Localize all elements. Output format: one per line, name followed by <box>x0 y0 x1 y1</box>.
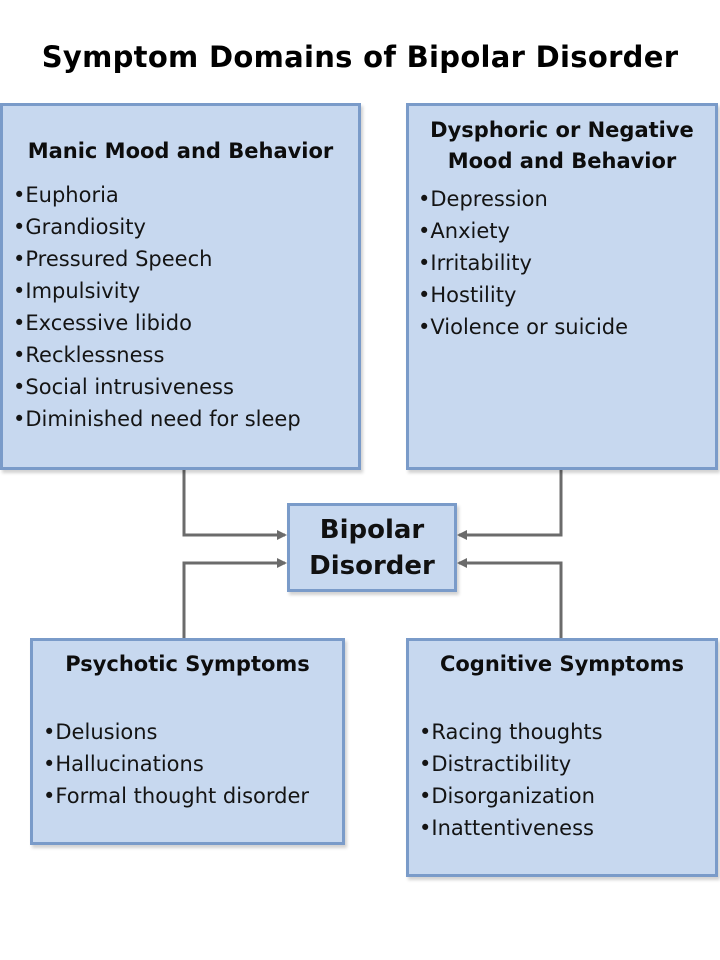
dysphoric-mood-box: Dysphoric or Negative Mood and Behavior … <box>406 103 718 470</box>
manic-item: Euphoria <box>13 179 358 211</box>
dysphoric-symptom-list: Depression Anxiety Irritability Hostilit… <box>409 183 715 343</box>
dysphoric-item: Irritability <box>418 247 715 279</box>
manic-item: Recklessness <box>13 339 358 371</box>
cognitive-symptom-list: Racing thoughts Distractibility Disorgan… <box>409 716 715 844</box>
arrow-dysphoric-to-center <box>457 470 563 540</box>
manic-item: Grandiosity <box>13 211 358 243</box>
dysphoric-heading: Dysphoric or Negative Mood and Behavior <box>409 115 715 177</box>
manic-item: Pressured Speech <box>13 243 358 275</box>
dysphoric-heading-line2: Mood and Behavior <box>447 149 677 173</box>
manic-item: Impulsivity <box>13 275 358 307</box>
dysphoric-item: Depression <box>418 183 715 215</box>
psychotic-item: Delusions <box>43 716 342 748</box>
bipolar-disorder-center-box: Bipolar Disorder <box>287 503 457 592</box>
center-label-line1: Bipolar <box>319 514 425 545</box>
cognitive-item: Racing thoughts <box>419 716 715 748</box>
psychotic-item: Formal thought disorder <box>43 780 342 812</box>
manic-symptom-list: Euphoria Grandiosity Pressured Speech Im… <box>3 179 358 435</box>
arrow-cognitive-to-center <box>457 558 563 638</box>
manic-heading: Manic Mood and Behavior <box>27 139 334 163</box>
cognitive-item: Disorganization <box>419 780 715 812</box>
psychotic-symptoms-box: Psychotic Symptoms Delusions Hallucinati… <box>30 638 345 845</box>
center-label-line2: Disorder <box>309 550 435 581</box>
cognitive-item: Distractibility <box>419 748 715 780</box>
cognitive-heading: Cognitive Symptoms <box>439 652 685 676</box>
arrow-manic-to-center <box>182 470 287 540</box>
cognitive-symptoms-box: Cognitive Symptoms Racing thoughts Distr… <box>406 638 718 877</box>
cognitive-item: Inattentiveness <box>419 812 715 844</box>
dysphoric-heading-line1: Dysphoric or Negative <box>430 118 694 142</box>
psychotic-item: Hallucinations <box>43 748 342 780</box>
dysphoric-item: Hostility <box>418 279 715 311</box>
manic-item: Excessive libido <box>13 307 358 339</box>
arrow-psychotic-to-center <box>182 558 287 638</box>
psychotic-heading: Psychotic Symptoms <box>65 652 310 676</box>
psychotic-symptom-list: Delusions Hallucinations Formal thought … <box>33 716 342 812</box>
manic-mood-box: Manic Mood and Behavior Euphoria Grandio… <box>0 103 361 470</box>
diagram-title: Symptom Domains of Bipolar Disorder <box>41 40 679 74</box>
manic-item: Social intrusiveness <box>13 371 358 403</box>
dysphoric-item: Anxiety <box>418 215 715 247</box>
manic-item: Diminished need for sleep <box>13 403 358 435</box>
dysphoric-item: Violence or suicide <box>418 311 715 343</box>
